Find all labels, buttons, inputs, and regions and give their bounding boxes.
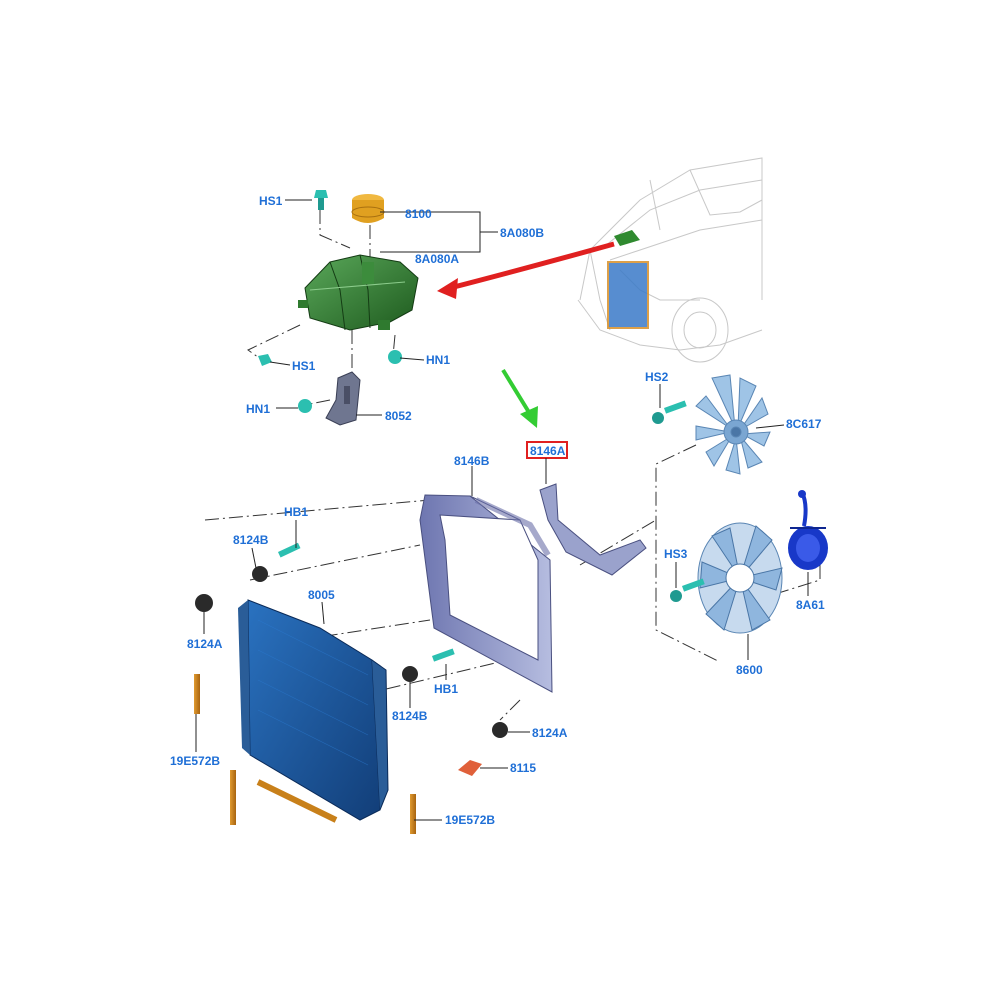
label-hb1-top: HB1 (284, 505, 308, 519)
pressure-cap-icon (351, 194, 385, 223)
label-8a61: 8A61 (796, 598, 825, 612)
sensor-8115 (458, 760, 482, 776)
callout-arrow-green (501, 368, 532, 416)
label-8124a-left: 8124A (187, 637, 223, 651)
label-hs3: HS3 (664, 547, 688, 561)
fan-shroud-icon (419, 494, 553, 693)
location-arrow-red-head (437, 278, 458, 299)
bracket-8052 (325, 371, 361, 426)
label-8146a: 8146A (530, 444, 566, 458)
seal-19e572b-left (194, 674, 200, 714)
bolt-hb1-bottom (432, 648, 455, 662)
leaders-radiator (195, 458, 547, 821)
highlight-box-8146a (526, 441, 568, 459)
vehicle-locator (577, 157, 763, 363)
vehicle-reservoir-location (614, 230, 640, 246)
part-labels: HS1 8100 8A080B 8A080A HS1 HN1 HN1 8052 … (170, 194, 825, 827)
fan-blade-icon (695, 374, 771, 475)
label-8146b: 8146B (454, 454, 490, 468)
label-hs1-top: HS1 (259, 194, 283, 208)
label-8c617: 8C617 (786, 417, 822, 431)
callout-arrow-green-head (520, 406, 538, 428)
seal-19e572b-right (410, 794, 416, 834)
label-hs1-bottom: HS1 (292, 359, 316, 373)
label-hn1-right: HN1 (426, 353, 450, 367)
label-8124a-right: 8124A (532, 726, 568, 740)
label-8115: 8115 (510, 761, 536, 775)
bolt-hs1-bottom (258, 354, 272, 366)
mount-8124a-right (492, 722, 508, 738)
location-arrow-red (449, 241, 615, 291)
fan-clutch-icon (788, 490, 828, 570)
bolt-hs3 (670, 578, 705, 602)
nut-hn1-left (298, 399, 312, 413)
bolt-hs1-top (314, 190, 328, 210)
nut-hn1-right (388, 350, 402, 364)
bolt-hs2 (652, 400, 687, 424)
label-hs2: HS2 (645, 370, 669, 384)
label-8100: 8100 (405, 207, 432, 221)
seal-19e572b-lower (230, 770, 338, 825)
bolt-hb1-top (278, 542, 301, 558)
vehicle-radiator-location (607, 261, 649, 329)
label-8052: 8052 (385, 409, 412, 423)
label-19e572b-left: 19E572B (170, 754, 220, 768)
label-19e572b-right: 19E572B (445, 813, 495, 827)
label-hb1-bottom: HB1 (434, 682, 458, 696)
upper-shroud-8146a (539, 483, 647, 576)
leaders-fan (659, 384, 809, 660)
label-8600: 8600 (736, 663, 763, 677)
radiator-core-icon (238, 599, 389, 821)
mount-8124b-bottom (402, 666, 418, 682)
fan-8600 (697, 522, 783, 634)
label-8124b-bottom: 8124B (392, 709, 428, 723)
coolant-reservoir-icon (298, 254, 419, 331)
mount-8124b-top (252, 566, 268, 582)
leaders-reservoir (269, 199, 498, 416)
vehicle-outline-icon (577, 157, 763, 363)
label-8005: 8005 (308, 588, 335, 602)
label-8a080b: 8A080B (500, 226, 544, 240)
label-8124b-top: 8124B (233, 533, 269, 547)
mount-8124a-left (195, 594, 213, 612)
label-8a080a: 8A080A (415, 252, 459, 266)
label-hn1-left: HN1 (246, 402, 270, 416)
